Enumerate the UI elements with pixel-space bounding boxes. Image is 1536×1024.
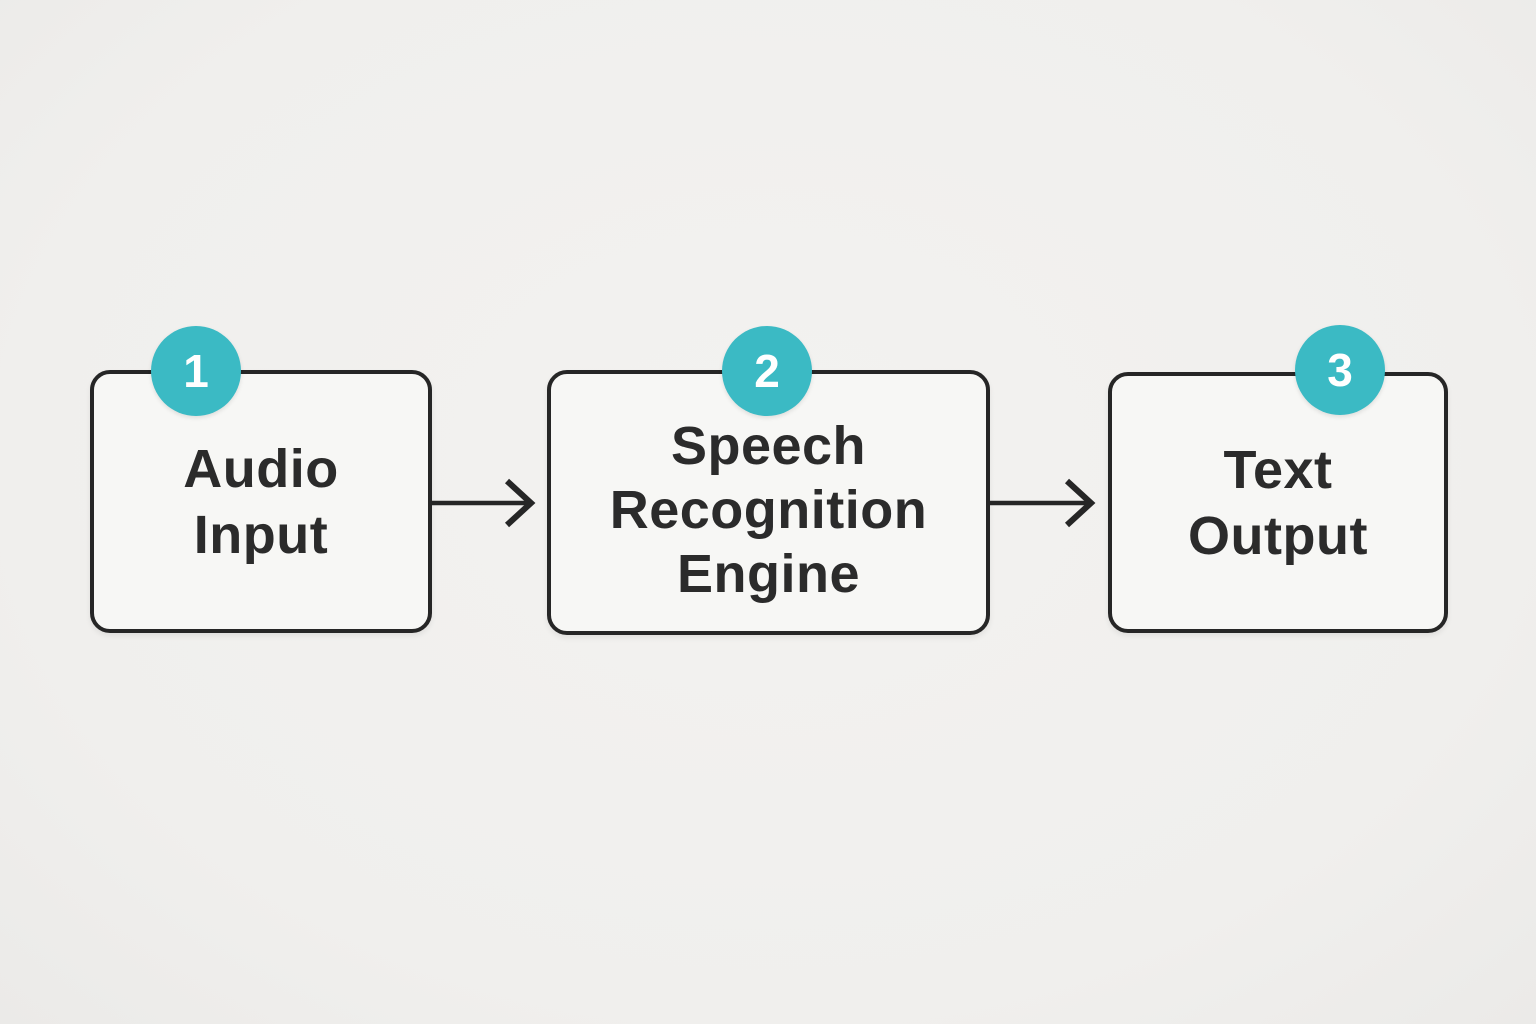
step-number-badge-1: 1 xyxy=(151,326,241,416)
step-label: Speech Recognition Engine xyxy=(610,414,927,606)
step-number-badge-2: 2 xyxy=(722,326,812,416)
step-box-audio-input: Audio Input xyxy=(90,370,432,633)
step-label-line: Audio xyxy=(183,438,339,499)
arrow-right-icon xyxy=(988,473,1108,533)
step-label-line: Engine xyxy=(676,543,860,604)
step-box-text-output: Text Output xyxy=(1108,372,1448,633)
step-label: Audio Input xyxy=(183,436,338,568)
arrow-right-icon xyxy=(430,473,547,533)
step-label-line: Text xyxy=(1223,439,1333,500)
step-label: Text Output xyxy=(1188,437,1368,569)
step-label-line: Speech xyxy=(670,415,867,476)
step-number-badge-3: 3 xyxy=(1295,325,1385,415)
step-label-line: Input xyxy=(193,504,329,565)
step-label-line: Output xyxy=(1188,505,1368,566)
step-label-line: Recognition xyxy=(609,479,928,540)
